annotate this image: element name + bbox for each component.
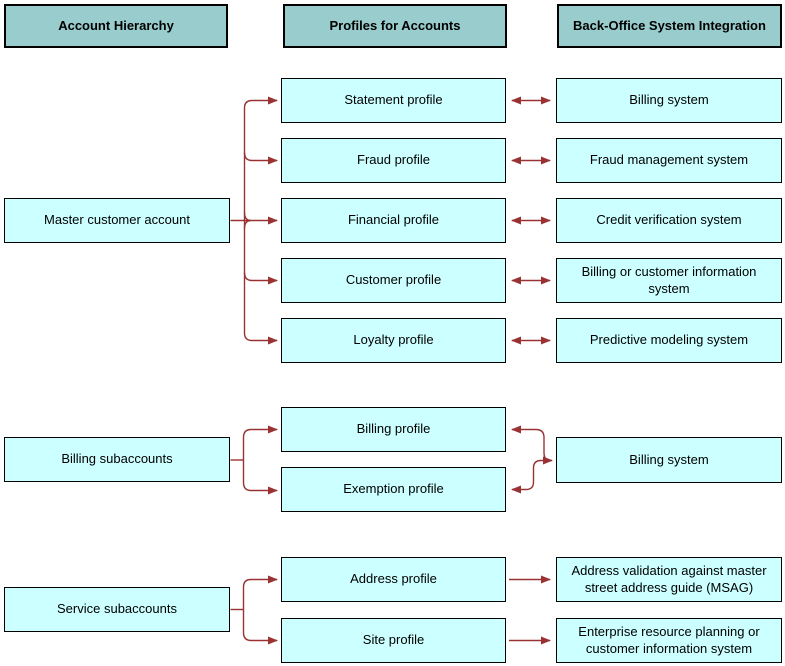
box-financial-profile: Financial profile <box>281 198 506 243</box>
header-back-office-system-integration: Back-Office System Integration <box>557 4 782 48</box>
connector-billing-profiles-to-billing-system <box>511 425 553 494</box>
box-predictive-modeling-system: Predictive modeling system <box>556 318 782 363</box>
box-billing-or-customer-information-system: Billing or customer information system <box>556 258 782 303</box>
box-site-profile: Site profile <box>281 618 506 663</box>
box-billing-profile: Billing profile <box>281 407 506 452</box>
connector-billing-subaccounts-to-profiles <box>230 425 278 495</box>
connector-service-subaccounts-to-profiles <box>230 575 278 645</box>
box-customer-profile: Customer profile <box>281 258 506 303</box>
connector-service-profiles-to-systems <box>509 575 551 645</box>
box-billing-system: Billing system <box>556 78 782 123</box>
box-statement-profile: Statement profile <box>281 78 506 123</box>
box-service-subaccounts: Service subaccounts <box>4 587 230 632</box>
box-billing-system-shared: Billing system <box>556 437 782 483</box>
box-master-customer-account: Master customer account <box>4 198 230 243</box>
box-address-validation-msag: Address validation against master street… <box>556 557 782 602</box>
box-credit-verification-system: Credit verification system <box>556 198 782 243</box>
box-erp-or-customer-information-system: Enterprise resource planning or customer… <box>556 618 782 663</box>
box-address-profile: Address profile <box>281 557 506 602</box>
box-loyalty-profile: Loyalty profile <box>281 318 506 363</box>
box-billing-subaccounts: Billing subaccounts <box>4 437 230 482</box>
box-exemption-profile: Exemption profile <box>281 467 506 512</box>
box-fraud-profile: Fraud profile <box>281 138 506 183</box>
header-profiles-for-accounts: Profiles for Accounts <box>283 4 507 48</box>
connector-master-to-profiles <box>230 96 278 345</box>
connector-profiles-to-systems <box>511 96 551 345</box>
box-fraud-management-system: Fraud management system <box>556 138 782 183</box>
header-account-hierarchy: Account Hierarchy <box>4 4 228 48</box>
